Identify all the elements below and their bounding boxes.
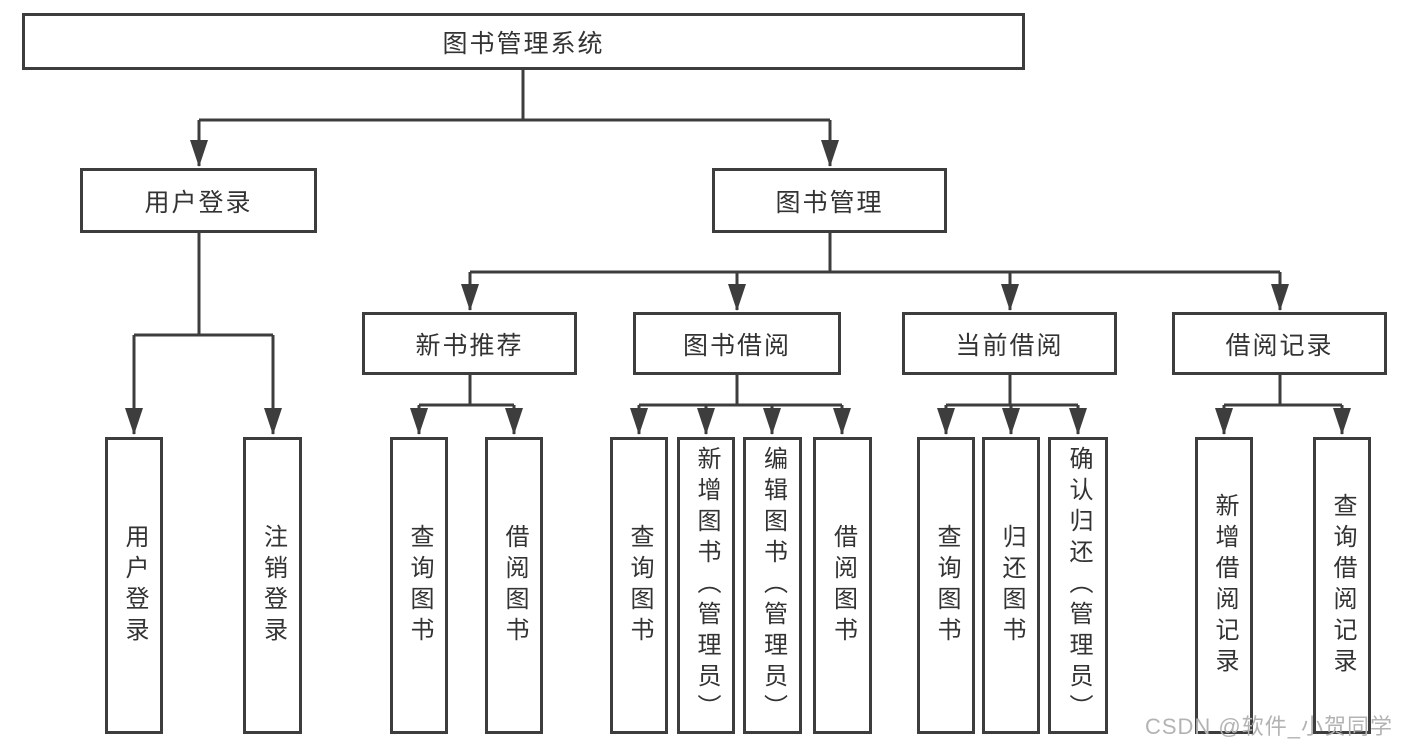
node-cb-return-books: 归还图书 (982, 437, 1040, 734)
node-nb-borrow-books: 借阅图书 (485, 437, 543, 734)
node-br-add-record: 新增借阅记录 (1195, 437, 1253, 734)
csdn-watermark: CSDN @软件_小贺同学 (1144, 714, 1393, 739)
node-leaf-logout: 注销登录 (243, 437, 302, 734)
node-cb-confirm-return-admin: 确认归还（管理员） (1048, 437, 1108, 734)
node-new-book-recommend: 新书推荐 (362, 312, 577, 375)
node-leaf-user-login: 用户登录 (105, 437, 163, 734)
node-bb-query-books: 查询图书 (610, 437, 668, 734)
node-borrow-records: 借阅记录 (1172, 312, 1387, 375)
node-cb-query-books: 查询图书 (917, 437, 975, 734)
node-root-system: 图书管理系统 (22, 13, 1025, 70)
node-user-login-module: 用户登录 (80, 168, 317, 233)
node-bb-edit-books-admin: 编辑图书（管理员） (743, 437, 802, 734)
node-bb-borrow-books: 借阅图书 (813, 437, 872, 734)
node-bb-add-books-admin: 新增图书（管理员） (677, 437, 735, 734)
node-current-borrow: 当前借阅 (902, 312, 1117, 375)
node-br-query-record: 查询借阅记录 (1313, 437, 1371, 734)
node-nb-query-books: 查询图书 (390, 437, 448, 734)
node-book-management-module: 图书管理 (712, 168, 947, 233)
node-book-borrow: 图书借阅 (633, 312, 841, 375)
